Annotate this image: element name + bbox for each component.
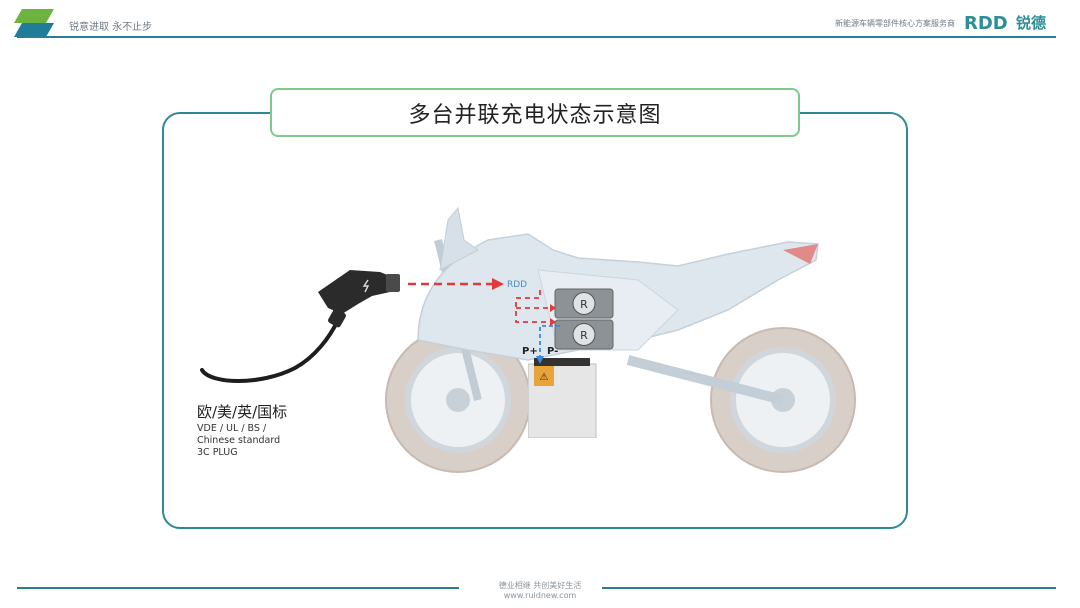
footer-divider-left (17, 587, 459, 589)
power-flow-arrows (408, 278, 560, 364)
brand-logo: RDD 锐德 (964, 11, 1046, 33)
terminal-plus-label: P+ (522, 346, 538, 357)
footer-divider-right (602, 587, 1056, 589)
ac-branch-arrow (515, 290, 552, 323)
company-logo-icon (14, 9, 54, 37)
diagram-title: 多台并联充电状态示意图 (408, 102, 662, 128)
motorcycle-illustration (385, 206, 856, 473)
footer-url: www.ruidnew.com (503, 591, 577, 600)
header-tagline: 新能源车辆零部件核心方案服务商 (835, 19, 955, 28)
plug-standard-line: VDE / UL / BS / (197, 423, 267, 434)
footer-slogan: 德业相继 共创美好生活 (498, 581, 582, 590)
terminal-minus-label: P- (547, 346, 559, 357)
title-box: 多台并联充电状态示意图 (270, 88, 800, 137)
inlet-label: RDD (507, 280, 527, 290)
charging-plug-icon (200, 270, 400, 383)
battery-pack-icon: ⚠ (528, 358, 597, 438)
brand-latin: RDD (964, 13, 1008, 32)
charger-modules-icon: R R (554, 288, 614, 350)
brand-cn-name: 锐德 (1015, 13, 1046, 32)
charger-mark-top: R (580, 298, 588, 311)
svg-text:⚠: ⚠ (540, 372, 549, 383)
header-divider (17, 36, 1056, 38)
plug-standard-line: Chinese standard (197, 435, 281, 446)
brand-mark-icon: RDD (964, 13, 1008, 32)
charger-mark-bottom: R (580, 329, 588, 342)
charge-inlet-icon: RDD (507, 280, 527, 290)
plug-standard-line: 3C PLUG (197, 447, 238, 458)
header-slogan: 锐意进取 永不止步 (69, 22, 153, 33)
plug-standard-title: 欧/美/英/国标 (197, 403, 288, 421)
